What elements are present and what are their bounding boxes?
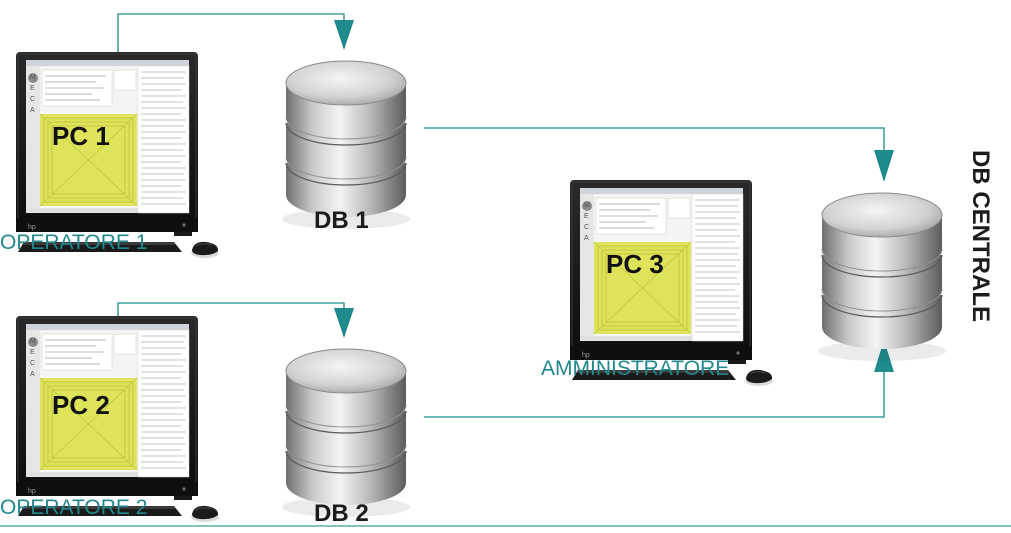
db2-database-icon xyxy=(281,348,411,518)
arrowhead-icon xyxy=(874,150,894,182)
pc2-screen-label: PC 2 xyxy=(52,390,110,420)
pc1-monitor-icon xyxy=(16,52,219,258)
db-central-caption: DB CENTRALE xyxy=(967,150,994,322)
connector-pc1-db1 xyxy=(117,13,354,55)
pc1-screen-label: PC 1 xyxy=(52,121,110,151)
screen-sidebar-letter: C xyxy=(584,224,590,231)
bottom-divider xyxy=(0,525,1011,527)
screen-sidebar-letter: E xyxy=(30,349,35,356)
operator1-caption: OPERATORE 1 xyxy=(0,231,148,254)
db1-database-icon xyxy=(281,60,411,230)
pc2-monitor-icon xyxy=(16,316,219,522)
pc3-monitor-icon xyxy=(570,180,773,386)
screen-sidebar-letter: A xyxy=(30,107,35,114)
screen-sidebar-letter: M xyxy=(30,338,36,345)
administrator-caption: AMMINISTRATORE xyxy=(541,357,730,380)
screen-sidebar-letter: A xyxy=(30,371,35,378)
db1-caption: DB 1 xyxy=(314,207,369,234)
connector-pc2-db2 xyxy=(117,302,354,338)
screen-sidebar-letter: A xyxy=(584,235,589,242)
screen-sidebar-letter: M xyxy=(584,202,590,209)
screen-sidebar-letter: C xyxy=(30,360,36,367)
arrowhead-icon xyxy=(334,308,354,338)
db-central-database-icon xyxy=(817,192,947,362)
connector-db1-dbcentral xyxy=(424,127,894,182)
screen-sidebar-letter: E xyxy=(584,213,589,220)
pc3-screen-label: PC 3 xyxy=(606,249,664,279)
screen-sidebar-letter: C xyxy=(30,96,36,103)
db2-caption: DB 2 xyxy=(314,500,369,527)
operator2-caption: OPERATORE 2 xyxy=(0,496,148,519)
screen-sidebar-letter: E xyxy=(30,85,35,92)
screen-sidebar-letter: M xyxy=(30,74,36,81)
arrowhead-icon xyxy=(334,20,354,50)
